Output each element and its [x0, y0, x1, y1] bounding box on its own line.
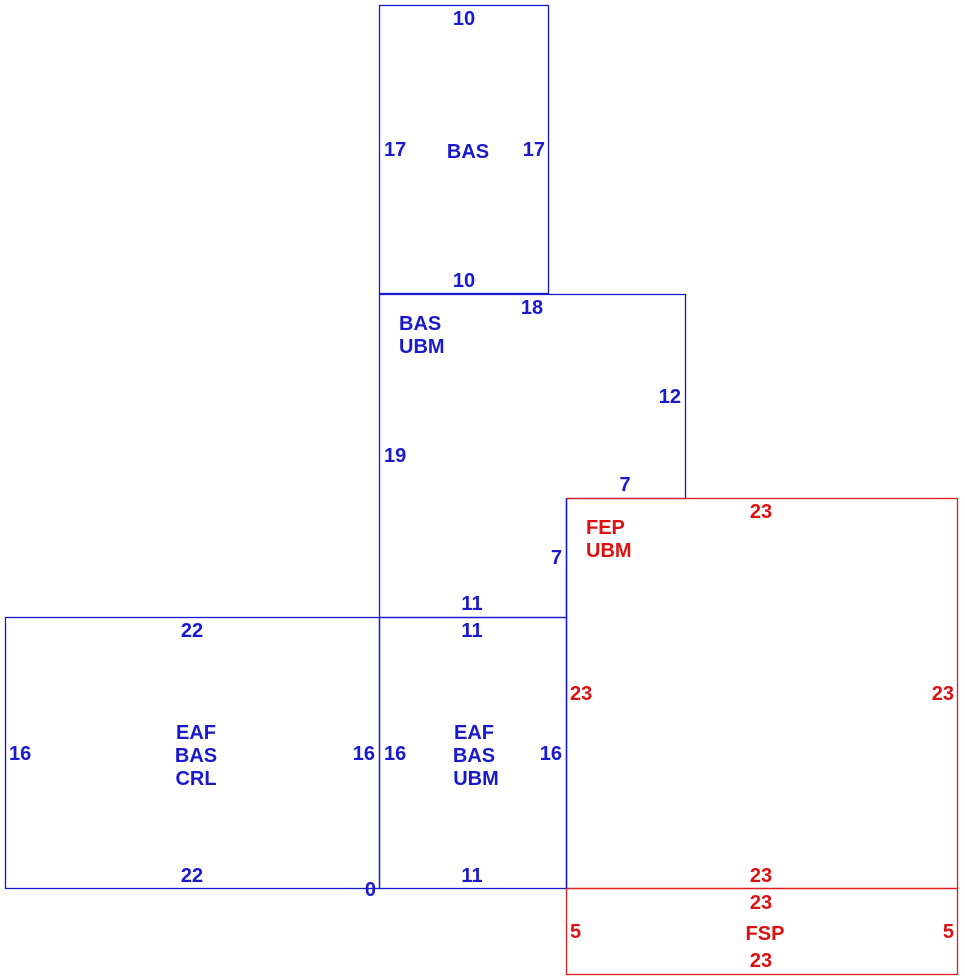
porch-area-dim-right: 5 — [943, 921, 954, 943]
top-area-dim-top: 10 — [453, 8, 475, 30]
center-area-code-1: EAF — [454, 722, 494, 744]
porch-area-dim-top: 23 — [750, 892, 772, 914]
center-area-dim-top: 11 — [461, 620, 482, 642]
right-area-dim-right: 23 — [932, 683, 954, 705]
top-area-dim-right: 17 — [523, 139, 545, 161]
top-area-dim-left: 17 — [384, 139, 406, 161]
center-area-dim-bottom: 11 — [461, 865, 482, 887]
middle-area-code-1: BAS — [399, 313, 441, 335]
porch-area-dim-left: 5 — [570, 921, 581, 943]
center-area-dim-left: 16 — [384, 743, 406, 765]
top-area-dim-bottom: 10 — [453, 270, 475, 292]
right-area-dim-top: 23 — [750, 501, 772, 523]
left-area-corner-label: 0 — [365, 879, 376, 901]
middle-area-dim-left: 19 — [384, 445, 406, 467]
porch-area-outline — [565, 887, 959, 976]
middle-area-dim-right: 12 — [659, 386, 681, 408]
right-area-code-2: UBM — [586, 540, 632, 562]
left-area-code-2: BAS — [175, 745, 217, 767]
center-area-code-2: BAS — [453, 745, 495, 767]
porch-area-code-1: FSP — [746, 923, 785, 945]
middle-area-dim-step-top: 7 — [619, 474, 630, 496]
top-area-code-1: BAS — [447, 141, 489, 163]
left-area-code-3: CRL — [175, 768, 216, 790]
center-area-dim-right: 16 — [540, 743, 562, 765]
middle-area-dim-bottom: 11 — [461, 593, 482, 615]
left-area-dim-right: 16 — [353, 743, 375, 765]
left-area-code-1: EAF — [176, 722, 216, 744]
top-area-outline — [378, 4, 550, 295]
right-area-dim-left: 23 — [570, 683, 592, 705]
porch-area-dim-bottom: 23 — [750, 950, 772, 972]
right-area-code-1: FEP — [586, 517, 625, 539]
left-area-dim-bottom: 22 — [181, 865, 203, 887]
left-area-dim-top: 22 — [181, 620, 203, 642]
center-area-code-3: UBM — [453, 768, 499, 790]
middle-area-code-2: UBM — [399, 336, 445, 358]
middle-area-dim-top: 18 — [521, 297, 543, 319]
left-area-dim-left: 16 — [9, 743, 31, 765]
middle-area-dim-step-side: 7 — [551, 547, 562, 569]
right-area-dim-bottom: 23 — [750, 865, 772, 887]
